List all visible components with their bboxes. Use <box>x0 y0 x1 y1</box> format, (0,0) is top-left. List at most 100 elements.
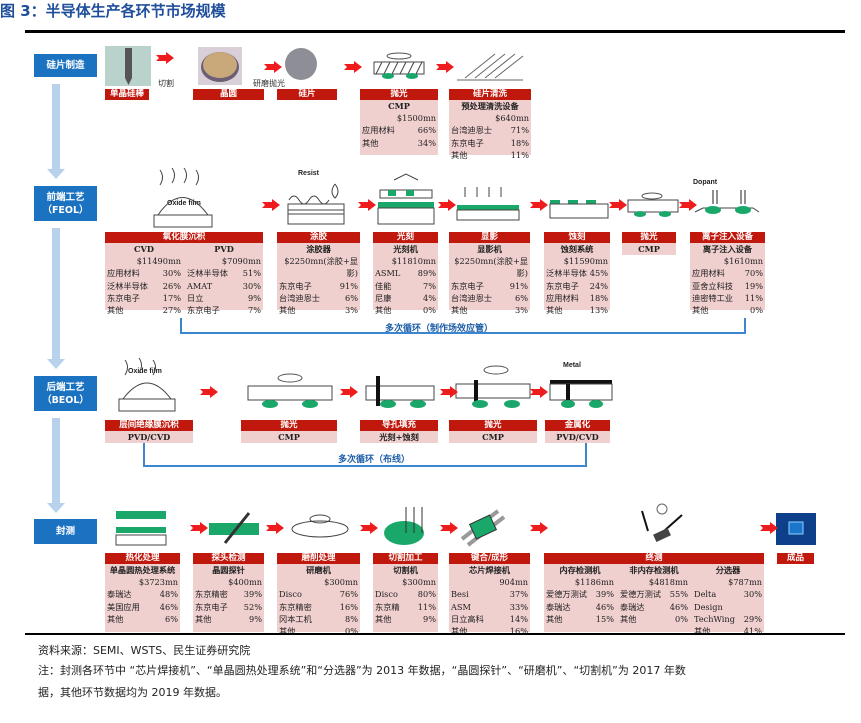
dopant-caption: Dopant <box>693 179 718 186</box>
beol-loop-arrow <box>143 443 587 467</box>
vendor-share: 45% <box>589 268 608 279</box>
equipment-name: 光刻+蚀刻 <box>379 432 419 442</box>
equipment-column: CMP <box>243 431 335 443</box>
flow-arrow-icon <box>530 522 548 534</box>
process-header: 探头检测 <box>193 553 264 564</box>
resist-caption: Resist <box>298 170 320 177</box>
vendor-name: 泛林半导体 <box>187 268 228 279</box>
vendor-name: 爱德万测试 <box>546 589 587 600</box>
note-text-cont: 据，其他环节数据均为 2019 年数据。 <box>38 686 227 699</box>
process-header: 硅片清洗 <box>449 89 531 100</box>
vendor-name: 东京精密 <box>195 589 228 600</box>
vendor-name: 其他 <box>451 149 468 160</box>
process-box: 单晶硅棒 <box>105 89 149 100</box>
resist-coating-image <box>287 183 345 225</box>
vendor-name: 其他 <box>546 613 563 624</box>
vendor-name: 其他 <box>451 626 468 637</box>
dicing-image <box>384 507 424 545</box>
vendor-share: 30% <box>242 280 261 291</box>
equipment-name: 涂胶器 <box>306 244 331 254</box>
vendor-name: Besi <box>451 589 469 600</box>
vendor-name: 东京精密 <box>279 601 312 612</box>
vendor-name: Delta Design <box>694 589 723 612</box>
vendor-name: 台湾迪恩士 <box>451 125 492 136</box>
process-header: 金属化 <box>545 420 610 431</box>
flow-arrow-icon <box>436 61 454 73</box>
vendor-share: 70% <box>744 268 763 279</box>
flow-arrow-icon <box>760 522 778 534</box>
equipment-name: 蚀刻系统 <box>560 244 594 254</box>
market-size: $11490mn <box>136 256 181 267</box>
vendor-share: 17% <box>162 292 181 303</box>
vendor-share: 11% <box>510 149 529 160</box>
vendor-name: Disco <box>375 589 398 600</box>
probe-test-image <box>209 512 259 544</box>
vendor-name: 东京电子 <box>279 280 312 291</box>
row-label-text: 后端工艺 <box>46 381 85 393</box>
vendor-share: 0% <box>345 626 358 637</box>
vendor-name: AMAT <box>187 280 213 291</box>
vendor-share: 66% <box>417 125 436 136</box>
equipment-name: PVD <box>214 244 234 254</box>
equipment-column: CMP <box>624 243 674 255</box>
flow-arrow-icon <box>440 522 458 534</box>
market-size: $2250mn(涂胶+显影) <box>284 256 358 279</box>
process-box: 导孔填充光刻+蚀刻 <box>360 420 438 443</box>
vendor-share: 6% <box>345 292 358 303</box>
flow-arrow-icon <box>438 199 456 211</box>
vendor-share: 18% <box>510 137 529 148</box>
process-columns: PVD/CVD <box>545 431 610 443</box>
vendor-name: 日立高科 <box>451 613 484 624</box>
process-header: 硅片 <box>277 89 337 100</box>
equipment-name: 单晶圆热处理系统 <box>109 565 176 575</box>
vendor-share: 0% <box>423 305 436 316</box>
vendor-name: 泛林半导体 <box>107 280 148 291</box>
flow-arrow-icon <box>440 386 458 398</box>
vendor-share: 7% <box>423 280 436 291</box>
vendor-share: 91% <box>339 280 358 291</box>
row-label-sub: （FEOL） <box>42 204 89 216</box>
market-size: $3723mn <box>138 577 178 588</box>
row-label-feol: 前端工艺（FEOL） <box>34 186 97 221</box>
flow-arrow-icon <box>530 199 548 211</box>
vendor-share: 34% <box>417 137 436 148</box>
vendor-name: Disco <box>279 589 302 600</box>
vendor-name: 泛林半导体 <box>546 268 587 279</box>
vendor-share: 0% <box>675 613 688 624</box>
vendor-share: 4% <box>423 292 436 303</box>
vendor-share: 16% <box>339 601 358 612</box>
etching-image <box>549 200 609 219</box>
market-size: $11590mn <box>563 256 608 267</box>
process-header: 氧化膜沉积 <box>105 232 263 243</box>
